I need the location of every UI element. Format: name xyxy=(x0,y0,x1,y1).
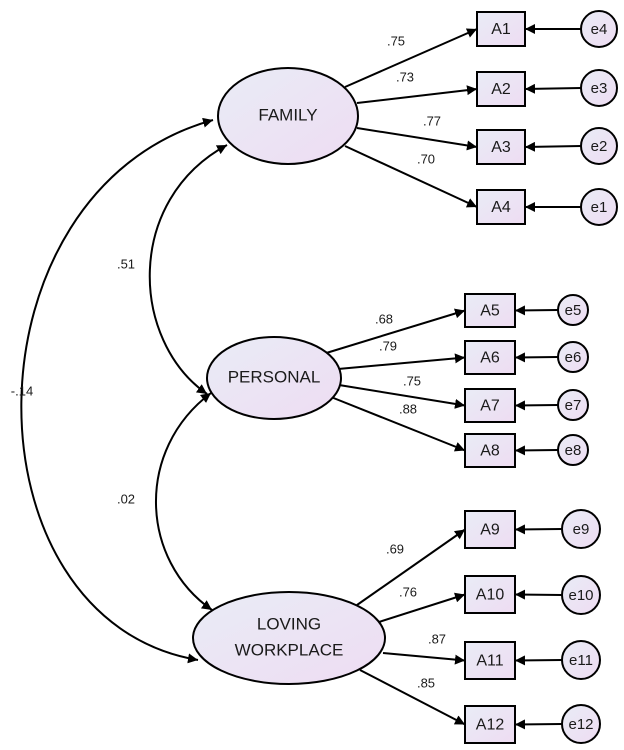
loading-label-a9: .69 xyxy=(386,541,404,556)
indicator-label-a11: A11 xyxy=(476,653,503,670)
latent-label-loving-workplace: WORKPLACE xyxy=(235,640,344,659)
error-arrow-a5 xyxy=(514,305,559,316)
loading-label-a3: .77 xyxy=(423,113,441,128)
loading-arrow-a8 xyxy=(330,396,466,452)
loading-label-a11: .87 xyxy=(428,631,446,646)
loading-arrow-a7 xyxy=(338,384,466,409)
latent-family xyxy=(217,67,359,165)
indicator-box-a2 xyxy=(476,71,526,107)
error-circle-a11 xyxy=(561,640,601,680)
error-label-a1: e4 xyxy=(591,21,608,38)
error-arrow-a3 xyxy=(524,141,582,152)
loading-label-a8: .88 xyxy=(399,401,417,416)
correlation-arrowhead-family-loving-workplace xyxy=(202,117,213,128)
indicator-label-a2: A2 xyxy=(491,81,511,98)
loading-label-a2: .73 xyxy=(396,69,414,84)
loading-arrow-a2 xyxy=(356,85,478,104)
error-circle-a5 xyxy=(557,294,589,326)
error-label-a7: e7 xyxy=(565,397,582,414)
error-arrow-a2 xyxy=(524,83,582,94)
indicator-box-a12 xyxy=(464,705,516,744)
loading-arrow-a5 xyxy=(322,308,466,355)
loading-arrow-a6 xyxy=(337,353,466,370)
loading-arrow-a10 xyxy=(378,592,466,623)
error-circle-a4 xyxy=(580,188,618,226)
correlation-arrow-family-loving-workplace xyxy=(20,119,214,664)
latent-personal xyxy=(206,336,342,420)
correlation-label-family-personal: .51 xyxy=(117,256,135,271)
correlation-arrow-family-personal xyxy=(148,144,228,395)
loading-label-a6: .79 xyxy=(379,338,397,353)
loading-label-a1: .75 xyxy=(387,33,405,48)
error-arrow-a6 xyxy=(514,352,559,363)
error-label-a10: e10 xyxy=(568,587,593,604)
indicator-label-a7: A7 xyxy=(480,398,500,415)
indicator-label-a4: A4 xyxy=(491,199,511,216)
error-label-a9: e9 xyxy=(573,521,590,538)
latent-label-family: FAMILY xyxy=(258,105,317,124)
error-circle-a3 xyxy=(580,127,618,165)
indicator-box-a10 xyxy=(464,575,516,614)
loading-label-a4: .70 xyxy=(417,151,435,166)
indicator-label-a1: A1 xyxy=(491,21,511,38)
loading-arrow-a11 xyxy=(382,652,466,665)
indicator-box-a11 xyxy=(464,641,516,680)
error-arrow-a9 xyxy=(514,524,563,535)
indicator-box-a3 xyxy=(476,129,526,165)
loading-label-a7: .75 xyxy=(403,373,421,388)
error-label-a6: e6 xyxy=(565,349,582,366)
loading-arrow-a1 xyxy=(344,28,478,88)
loading-label-a5: .68 xyxy=(375,311,393,326)
loading-arrow-a9 xyxy=(356,528,466,606)
error-label-a5: e5 xyxy=(565,302,582,319)
error-label-a2: e3 xyxy=(591,80,608,97)
indicator-label-a5: A5 xyxy=(480,303,500,320)
error-label-a11: e11 xyxy=(569,652,593,669)
error-arrow-a10 xyxy=(514,589,563,600)
error-arrow-a7 xyxy=(514,400,559,411)
indicator-box-a8 xyxy=(464,433,516,468)
error-circle-a10 xyxy=(561,575,601,615)
indicator-box-a1 xyxy=(476,11,526,47)
indicator-label-a10: A10 xyxy=(476,587,505,604)
indicator-box-a5 xyxy=(464,293,516,328)
correlation-arrowhead-personal-loving-workplace xyxy=(200,393,211,404)
indicator-label-a8: A8 xyxy=(480,443,500,460)
error-circle-a9 xyxy=(561,509,601,549)
error-circle-a12 xyxy=(561,704,601,744)
error-arrow-a12 xyxy=(514,719,563,730)
error-arrow-a8 xyxy=(514,445,559,456)
loading-arrow-a4 xyxy=(344,145,478,208)
error-label-a3: e2 xyxy=(591,138,608,155)
correlation-arrow-personal-loving-workplace xyxy=(155,392,213,611)
error-circle-a1 xyxy=(580,10,618,48)
error-circle-a7 xyxy=(557,389,589,421)
error-label-a4: e1 xyxy=(591,199,608,216)
indicator-label-a9: A9 xyxy=(480,522,500,539)
correlation-label-family-loving-workplace: -.14 xyxy=(11,383,33,398)
loading-label-a10: .76 xyxy=(399,584,417,599)
latent-label-personal: PERSONAL xyxy=(228,367,321,386)
indicator-box-a4 xyxy=(476,189,526,225)
correlation-label-personal-loving-workplace: .02 xyxy=(117,491,135,506)
loading-arrow-a3 xyxy=(356,127,478,151)
error-arrow-a11 xyxy=(514,655,563,666)
error-circle-a8 xyxy=(557,434,589,466)
loading-arrow-a12 xyxy=(359,669,466,726)
error-circle-a6 xyxy=(557,341,589,373)
error-label-a8: e8 xyxy=(565,442,582,459)
error-circle-a2 xyxy=(580,69,618,107)
indicator-label-a12: A12 xyxy=(476,717,505,734)
latent-label-loving-workplace: LOVING xyxy=(257,614,321,633)
indicator-label-a6: A6 xyxy=(480,350,500,367)
indicator-box-a9 xyxy=(464,510,516,549)
indicator-label-a3: A3 xyxy=(491,139,511,156)
loading-label-a12: .85 xyxy=(417,675,435,690)
error-label-a12: e12 xyxy=(568,716,593,733)
indicator-box-a6 xyxy=(464,340,516,375)
indicator-box-a7 xyxy=(464,388,516,423)
latent-loving-workplace xyxy=(192,591,386,685)
